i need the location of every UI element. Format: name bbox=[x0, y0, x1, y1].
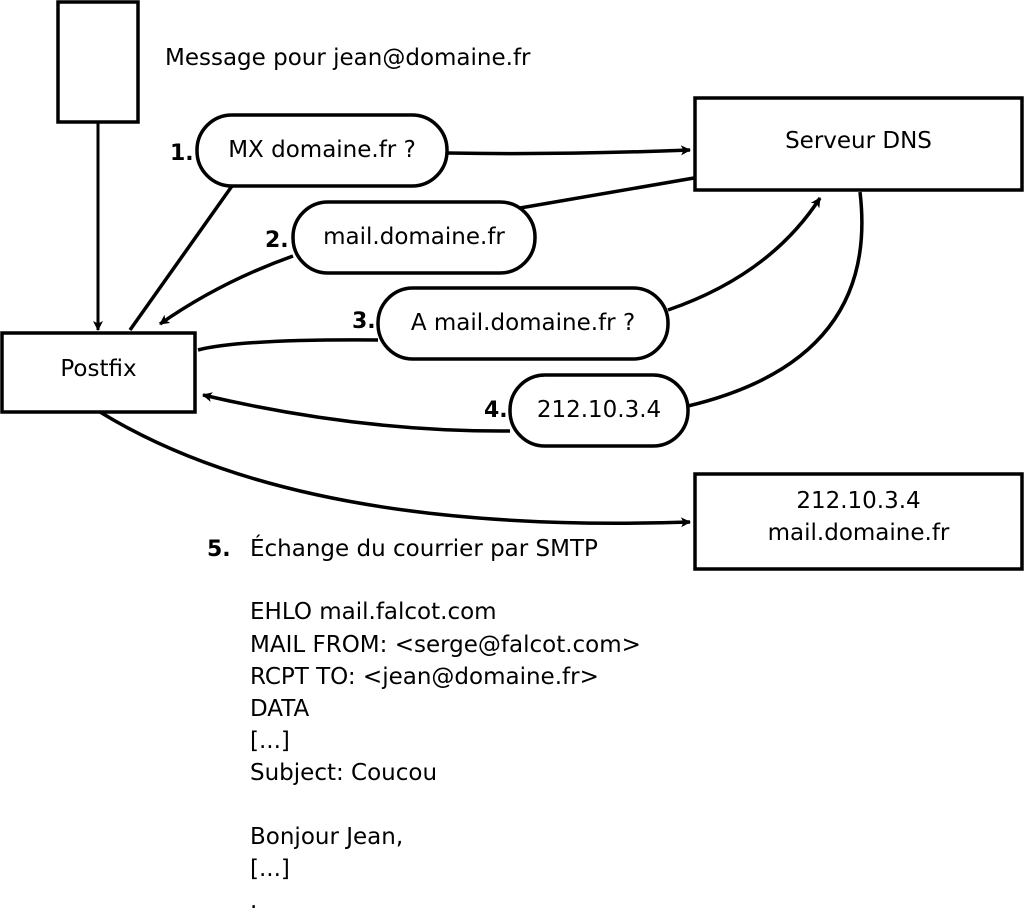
smtp-line: MAIL FROM: <serge@falcot.com> bbox=[250, 632, 641, 658]
step-3-number: 3. bbox=[352, 309, 376, 334]
postfix-box bbox=[0, 331, 197, 414]
bubble-reply-mx bbox=[291, 200, 537, 275]
step-5-text: Échange du courrier par SMTP bbox=[250, 536, 598, 562]
smtp-line: [...] bbox=[250, 856, 290, 882]
bubble-query-a bbox=[376, 286, 670, 361]
reply-a-arrow bbox=[202, 392, 511, 433]
step-1-text: MX domaine.fr ? bbox=[228, 137, 416, 163]
smtp-line: RCPT TO: <jean@domaine.fr> bbox=[250, 664, 599, 690]
smtp-line: [...] bbox=[250, 728, 290, 754]
step-3-text: A mail.domaine.fr ? bbox=[410, 310, 636, 336]
step-5-number: 5. bbox=[207, 537, 231, 562]
query-mx-arrow bbox=[446, 145, 691, 156]
step-2-number: 2. bbox=[265, 228, 289, 253]
step-4-text: 212.10.3.4 bbox=[536, 397, 662, 423]
postfix-label: Postfix bbox=[60, 356, 137, 382]
query-mx-connector bbox=[128, 184, 234, 332]
bubble-query-mx bbox=[195, 113, 449, 188]
step-2-text: mail.domaine.fr bbox=[323, 224, 505, 250]
target-ip-label: 212.10.3.4 bbox=[796, 488, 921, 514]
reply-mx-connector bbox=[519, 176, 695, 210]
dns-server-label: Serveur DNS bbox=[785, 128, 932, 154]
query-a-connector bbox=[197, 338, 379, 352]
step-4-number: 4. bbox=[484, 398, 508, 423]
smtp-exchange-arrow bbox=[99, 410, 691, 528]
message-document bbox=[56, 0, 140, 124]
smtp-line: EHLO mail.falcot.com bbox=[250, 599, 497, 625]
bubble-reply-a bbox=[508, 373, 690, 448]
smtp-line: Bonjour Jean, bbox=[250, 824, 404, 850]
target-host-label: mail.domaine.fr bbox=[767, 520, 950, 546]
step-1-number: 1. bbox=[170, 141, 194, 166]
smtp-line: DATA bbox=[250, 696, 310, 722]
query-a-arrow bbox=[667, 197, 822, 312]
target-server-box bbox=[693, 472, 1024, 571]
reply-mx-arrow bbox=[158, 254, 294, 326]
message-label: Message pour jean@domaine.fr bbox=[165, 45, 531, 71]
smtp-line: . bbox=[250, 888, 258, 914]
dns-server-box bbox=[693, 96, 1024, 192]
reply-a-connector bbox=[687, 191, 864, 408]
smtp-line: Subject: Coucou bbox=[250, 760, 438, 786]
